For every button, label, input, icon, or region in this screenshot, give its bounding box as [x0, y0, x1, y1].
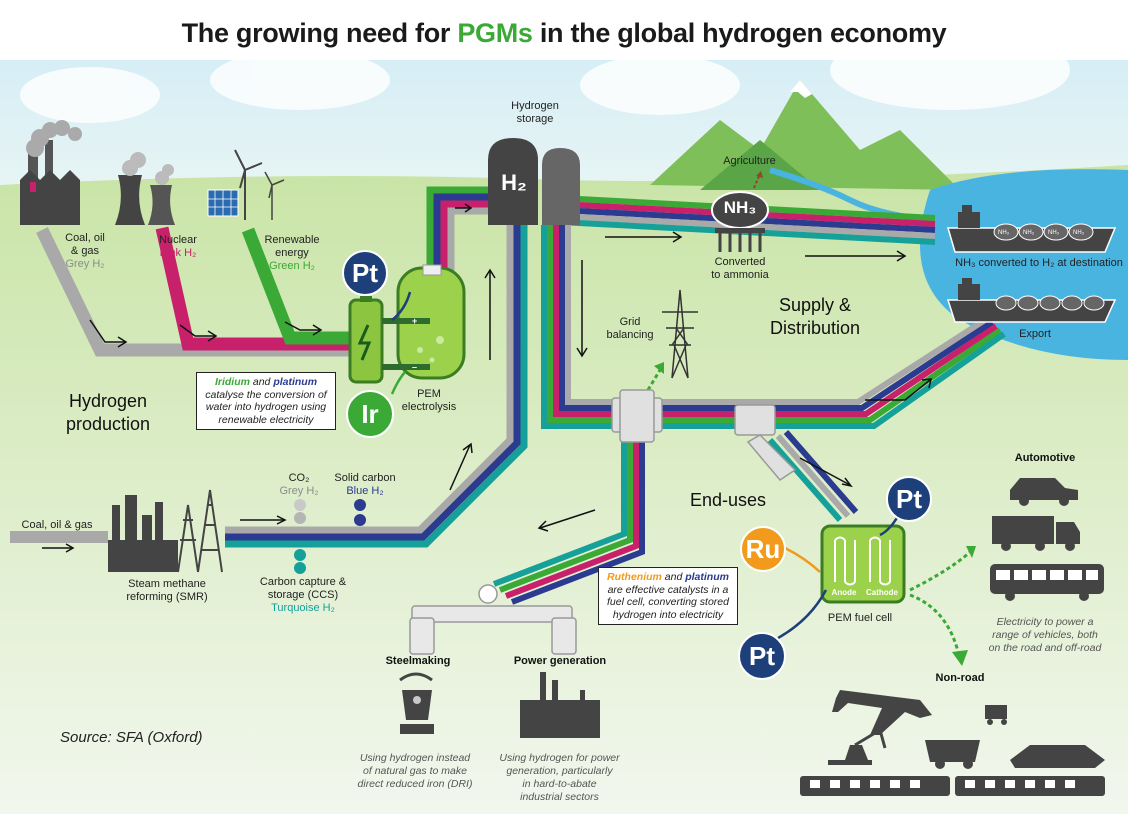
label-export: Export	[1019, 328, 1051, 340]
section-supply-distribution: Supply &Distribution	[769, 295, 861, 338]
svg-text:NH₃: NH₃	[1023, 230, 1035, 236]
industry-pipe	[492, 440, 645, 605]
label-power-generation: Power generation	[513, 655, 607, 667]
industry-manifold-icon	[409, 584, 577, 655]
label-nh3-converted: NH₃ converted to H₂ at destination	[955, 257, 1123, 269]
tanker-ship-ammonia-icon: NH₃ NH₃ NH₃ NH₃	[947, 205, 1117, 253]
ruthenium-platinum-callout: Ruthenium and platinum are effective cat…	[598, 567, 738, 625]
fuel-cell-cathode: Cathode	[866, 588, 898, 597]
smr-pipe	[10, 220, 528, 548]
label-automotive: Automotive	[1014, 452, 1076, 464]
label-agriculture: Agriculture	[723, 155, 776, 167]
clouds	[20, 30, 1070, 123]
flow-arrows	[42, 203, 932, 553]
coal-factory-icon	[20, 120, 82, 225]
svg-text:+: +	[412, 316, 417, 326]
distribution-pipe	[541, 225, 1006, 429]
catalyst-arrows	[390, 291, 900, 640]
page-title: The growing need for PGMs in the global …	[181, 18, 947, 48]
vehicle-arrows	[909, 550, 972, 661]
ccs-molecules	[294, 499, 366, 574]
pem-electrolyser-icon: + –	[348, 264, 466, 384]
label-ccs: Carbon capture &storage (CCS)Turquoise H…	[259, 576, 347, 614]
pipe-junctions	[611, 389, 797, 481]
power-generation-icon	[520, 672, 600, 738]
section-end-uses: End-uses	[689, 490, 767, 510]
label-pem-fuel-cell: PEM fuel cell	[827, 612, 893, 624]
label-smr-input: Coal, oil & gas	[21, 519, 93, 531]
smr-plant-icon	[108, 489, 223, 573]
pem-fuel-cell-icon	[820, 524, 906, 604]
label-steelmaking: Steelmaking	[385, 655, 451, 667]
platinum-badge-electrolysis: Pt	[342, 250, 388, 296]
fuel-cell-anode: Anode	[831, 588, 857, 597]
nuclear-plant-icon	[115, 152, 175, 225]
steelmaking-icon	[399, 672, 434, 734]
svg-text:–: –	[412, 362, 417, 372]
automotive-icons	[990, 478, 1104, 601]
tanker-ship-hydrogen-icon	[946, 278, 1117, 323]
svg-text:NH₃: NH₃	[1073, 230, 1085, 236]
fuel-cell-pipe	[767, 430, 859, 522]
iridium-platinum-callout: Iridium and platinum catalyse the conver…	[196, 372, 336, 430]
svg-text:NH₃: NH₃	[1048, 230, 1060, 236]
grid-arrow	[646, 369, 662, 391]
ammonia-plant-icon	[711, 171, 769, 252]
pipe-to-storage	[426, 186, 500, 275]
storage-tank-label: H₂	[501, 170, 527, 195]
non-road-icons	[800, 690, 1105, 796]
platinum-badge-fuelcell-bottom: Pt	[738, 632, 786, 680]
platinum-badge-fuelcell-top: Pt	[886, 476, 932, 522]
label-non-road: Non-road	[935, 672, 985, 684]
renewable-energy-icon	[207, 149, 285, 220]
iridium-badge: Ir	[346, 390, 394, 438]
ruthenium-badge: Ru	[740, 526, 786, 572]
electricity-pylon-icon	[662, 289, 698, 379]
svg-text:NH₃: NH₃	[998, 230, 1010, 236]
title-highlight: PGMs	[457, 18, 533, 48]
nh3-plant-label: NH₃	[723, 198, 757, 217]
source-credit: Source: SFA (Oxford)	[60, 729, 203, 746]
hydrogen-storage-tanks-icon	[488, 138, 580, 225]
